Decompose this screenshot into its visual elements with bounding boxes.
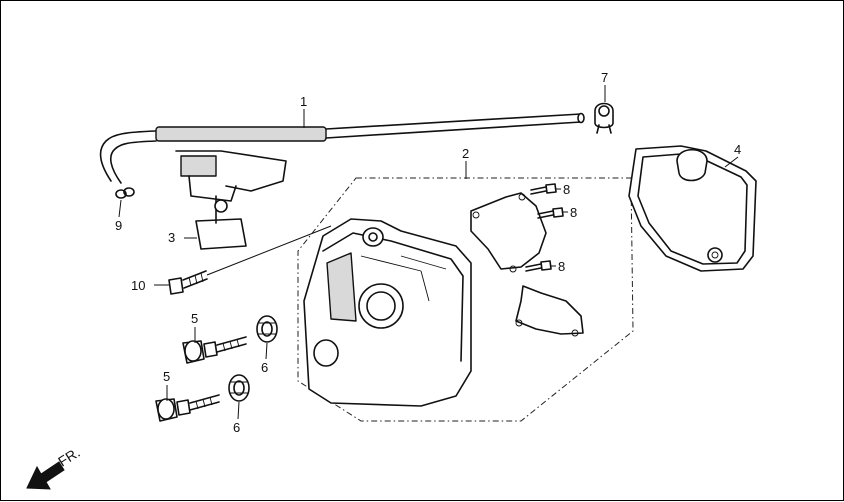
bolt-with-washer-2 [155,394,220,422]
callout-10: 10 [131,278,145,293]
callout-4: 4 [734,142,741,157]
grommet-1 [256,315,278,343]
breather-tube [99,112,585,184]
small-bolt-3 [525,260,556,272]
callout-6b: 6 [233,420,240,435]
tube-clip [115,187,135,199]
callout-2: 2 [462,146,469,161]
cylinder-head-cover [303,218,472,407]
hose-clamp [594,102,614,134]
callout-1: 1 [300,94,307,109]
callout-5a: 5 [191,311,198,326]
arrow-down-left-icon [26,461,65,490]
small-bolt-1 [530,183,561,195]
small-bolt-2 [537,207,568,219]
gasket-upper [470,192,547,273]
mounting-bracket [175,150,287,250]
callout-8b: 8 [570,205,577,220]
long-bolt [168,225,332,295]
bolt-with-washer-1 [182,336,247,364]
callout-3: 3 [168,230,175,245]
cover-gasket [628,145,757,272]
callout-9: 9 [115,218,122,233]
callout-8a: 8 [563,182,570,197]
callout-6a: 6 [261,360,268,375]
gasket-lower [515,285,584,337]
callout-5b: 5 [163,369,170,384]
callout-7: 7 [601,70,608,85]
leader-lines [118,85,739,420]
callout-8c: 8 [558,259,565,274]
grommet-2 [228,374,250,402]
